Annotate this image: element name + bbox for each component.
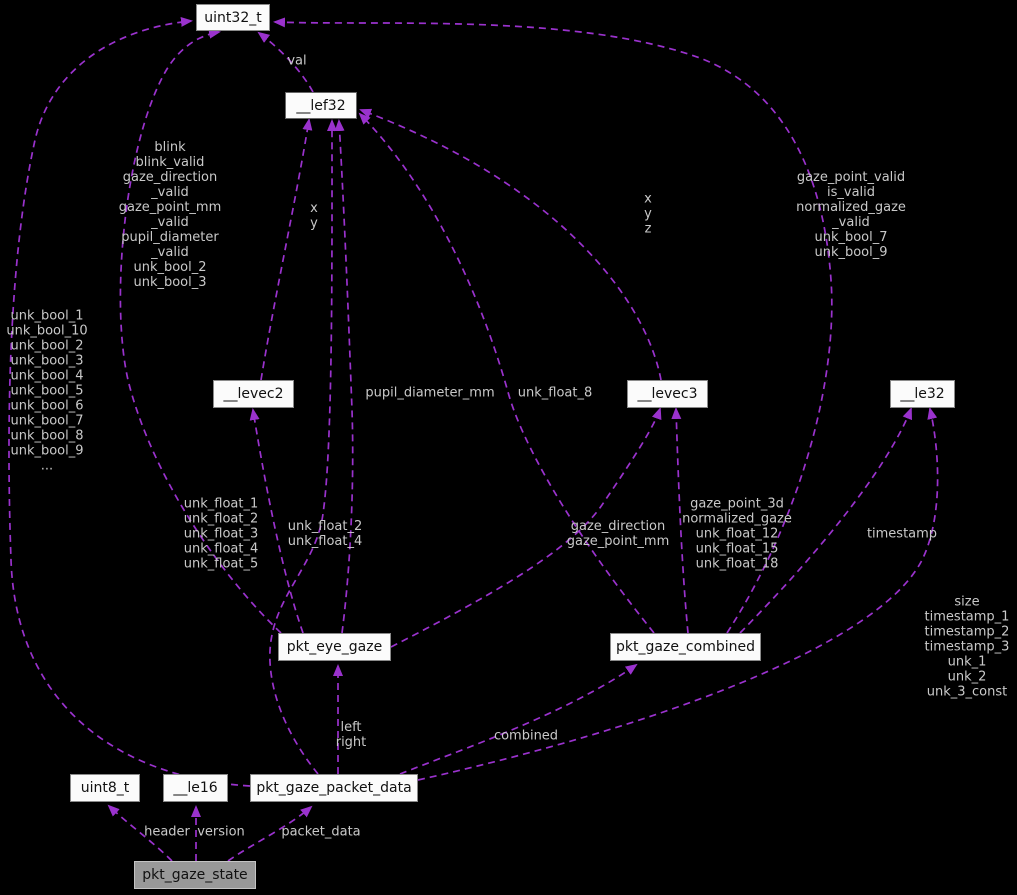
edge-levec3-to-lef32: [359, 108, 662, 381]
edge-state-to-packet-data: [227, 805, 313, 862]
edge-combined-to-levec3: [671, 407, 689, 634]
edge-eye-gaze-to-levec3: [390, 407, 662, 648]
edge-label-unk-float-2-4: unk_float_2 unk_float_4: [287, 519, 363, 549]
node-uint8-t[interactable]: uint8_t: [70, 774, 140, 802]
edge-label-xyz: x y z: [644, 191, 652, 237]
edge-label-val: val: [287, 53, 307, 69]
edge-label-gaze-direction: gaze_direction gaze_point_mm: [566, 519, 670, 549]
node-uint32-t[interactable]: uint32_t: [196, 4, 270, 31]
edge-label-header: header: [144, 824, 190, 840]
edge-label-gaze-point-3d: gaze_point_3d normalized_gaze unk_float_…: [682, 496, 792, 572]
edge-eye-gaze-to-uint32_t: [119, 28, 282, 634]
edge-label-unk-float-8: unk_float_8: [517, 385, 593, 401]
edge-eye-gaze-to-lef32: [334, 119, 354, 634]
edge-label-unk-float-1-5: unk_float_1 unk_float_2 unk_float_3 unk_…: [183, 496, 259, 572]
edge-label-packet-data: packet_data: [281, 824, 361, 840]
edge-packet-data-to-combined: [399, 663, 638, 775]
edge-label-timestamp: timestamp: [866, 526, 938, 542]
edge-label-combined: combined: [493, 728, 559, 744]
edge-state-to-uint8_t: [107, 804, 173, 862]
edge-label-left-right: left right: [335, 720, 367, 750]
edge-lef32-to-uint32_t: [257, 31, 314, 93]
edge-label-version: version: [197, 824, 245, 840]
edge-label-xy: x y: [310, 201, 318, 231]
edge-label-size-timestamps: size timestamp_1 timestamp_2 timestamp_3…: [924, 594, 1010, 700]
node-pkt-gaze-state[interactable]: pkt_gaze_state: [134, 861, 256, 889]
edge-label-blink: blink blink_valid gaze_direction _valid …: [118, 140, 222, 290]
node-le16[interactable]: __le16: [163, 774, 228, 802]
node-le32[interactable]: __le32: [890, 380, 955, 408]
edge-label-gaze-valid: gaze_point_valid is_valid normalized_gaz…: [796, 170, 906, 260]
edge-eye-gaze-to-levec2: [249, 408, 304, 634]
edge-label-unk-bools: unk_bool_1 unk_bool_10 unk_bool_2 unk_bo…: [6, 308, 88, 474]
node-levec2[interactable]: __levec2: [213, 380, 294, 408]
node-lef32[interactable]: __lef32: [285, 92, 357, 119]
edge-combined-to-lef32: [358, 112, 655, 634]
edge-packet-data-to-le32: [417, 407, 939, 781]
edge-combined-to-le32: [739, 407, 912, 634]
node-pkt-gaze-packet-data[interactable]: pkt_gaze_packet_data: [250, 774, 418, 802]
node-pkt-eye-gaze[interactable]: pkt_eye_gaze: [278, 633, 391, 661]
edge-packet-data-to-lef32: [269, 119, 338, 775]
node-levec3[interactable]: __levec3: [627, 380, 708, 408]
node-pkt-gaze-combined[interactable]: pkt_gaze_combined: [610, 633, 761, 661]
edge-packet-data-to-uint32_t: [8, 16, 251, 787]
edge-levec2-to-lef32: [260, 118, 313, 381]
edge-combined-to-uint32_t: [273, 17, 833, 634]
edge-label-pupil-diameter-mm: pupil_diameter_mm: [365, 385, 495, 401]
